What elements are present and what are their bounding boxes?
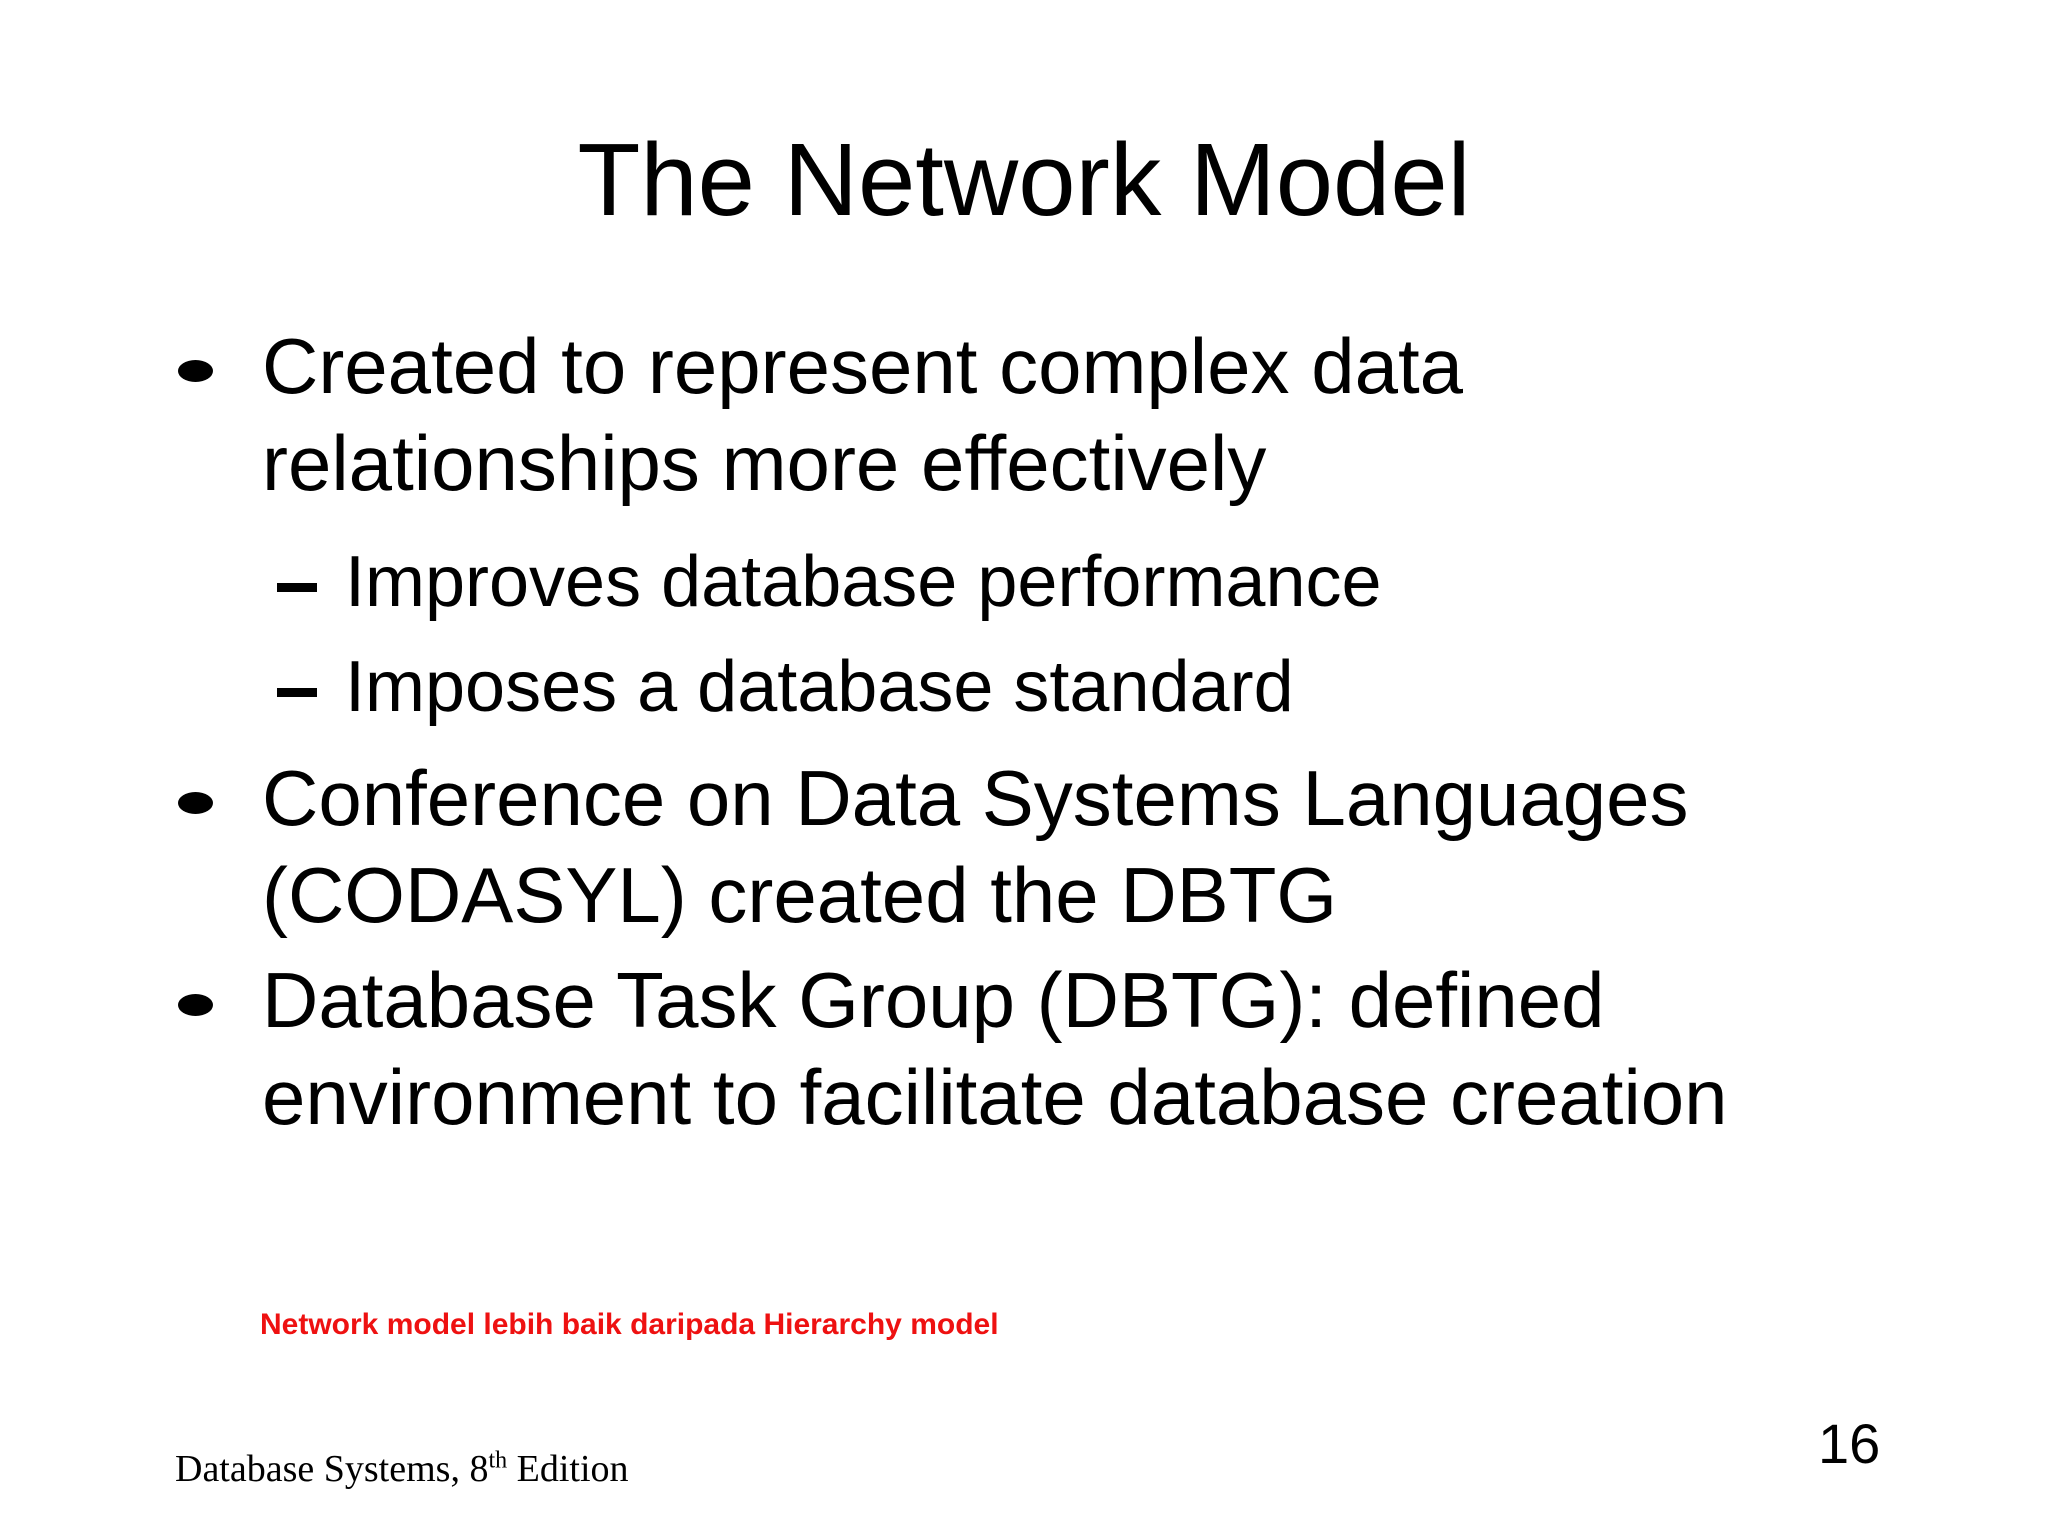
footer-book-suffix: Edition xyxy=(507,1448,629,1490)
slide-title: The Network Model xyxy=(577,122,1471,237)
sub-bullet-text: Improves database performance xyxy=(345,542,1382,622)
bullet-item: Database Task Group (DBTG): defined envi… xyxy=(178,952,1862,1146)
dash-marker xyxy=(277,583,317,592)
bullet-marker xyxy=(178,792,213,814)
bullet-text: Created to represent complex data relati… xyxy=(262,322,1464,507)
sub-bullet-text: Imposes a database standard xyxy=(345,647,1294,727)
footer-superscript: th xyxy=(488,1447,508,1474)
red-annotation-note: Network model lebih baik daripada Hierar… xyxy=(260,1308,999,1341)
sub-bullet-item: Improves database performance xyxy=(277,530,1845,635)
bullet-marker xyxy=(178,360,213,382)
footer-book-title: Database Systems, 8th Edition xyxy=(175,1445,629,1493)
bullet-text: Database Task Group (DBTG): defined envi… xyxy=(262,956,1728,1141)
bullet-item: Conference on Data Systems Languages (CO… xyxy=(178,750,1862,944)
sub-bullet-item: Imposes a database standard xyxy=(277,635,1845,740)
bullet-text: Conference on Data Systems Languages (CO… xyxy=(262,754,1689,939)
sub-bullet-list: Improves database performance Imposes a … xyxy=(277,530,1845,740)
bullet-marker xyxy=(178,994,213,1016)
footer-book-prefix: Database Systems, 8 xyxy=(175,1448,489,1490)
bullet-item: Created to represent complex data relati… xyxy=(178,318,1862,512)
dash-marker xyxy=(277,688,317,697)
page-number: 16 xyxy=(1818,1412,1881,1475)
